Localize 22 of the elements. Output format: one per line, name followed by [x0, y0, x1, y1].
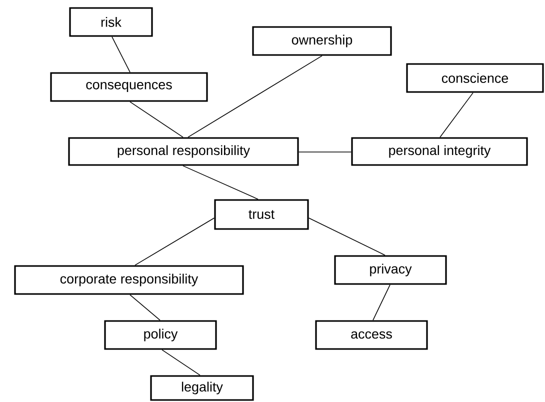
connector-line — [112, 36, 130, 73]
connector-line — [130, 294, 160, 321]
connector-line — [130, 101, 184, 138]
connector-line — [182, 165, 258, 200]
connector-line — [162, 349, 200, 376]
concept-box: consequences — [50, 72, 208, 102]
concept-box: corporate responsibility — [14, 265, 244, 295]
concept-box: policy — [104, 320, 217, 350]
connector-line — [308, 218, 386, 256]
connector-line — [188, 55, 322, 138]
concept-box: risk — [69, 7, 153, 37]
concept-box: privacy — [334, 255, 447, 285]
concept-box: personal integrity — [351, 137, 528, 166]
concept-box: legality — [150, 375, 254, 401]
concept-box: access — [315, 320, 428, 350]
connector-line — [440, 92, 474, 138]
concept-box: personal responsibility — [68, 137, 299, 166]
concept-box: ownership — [252, 26, 392, 56]
concept-box: conscience — [406, 63, 544, 93]
connector-line — [372, 284, 390, 321]
connector-line — [134, 218, 215, 266]
concept-box: trust — [214, 199, 309, 230]
